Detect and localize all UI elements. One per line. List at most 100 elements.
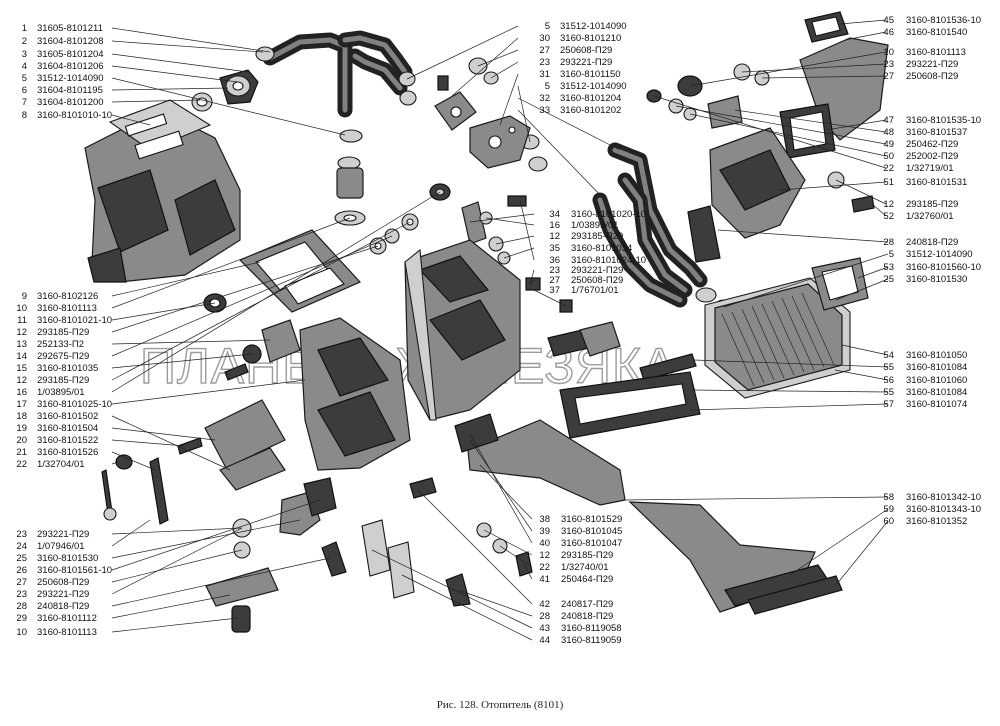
callout-part-code: 3160-8101010-10 <box>37 110 112 121</box>
callout-part-code: 31604-8101195 <box>37 85 103 96</box>
callout-part-code: 1/32704/01 <box>37 459 85 470</box>
callout-number: 10 <box>16 627 27 638</box>
callout-number: 23 <box>539 57 550 68</box>
callout-number: 5 <box>545 81 550 92</box>
callout-number: 1 <box>22 23 27 34</box>
fasteners-centre <box>203 183 573 313</box>
callout-number: 36 <box>549 255 560 266</box>
callout-part-code: 3160-8101112 <box>37 613 97 624</box>
callout-part-code: 3160-8119058 <box>561 623 622 634</box>
callout-number: 60 <box>883 516 894 527</box>
callout-part-code: 240818-П29 <box>561 611 613 622</box>
callout-part-code: 250462-П29 <box>906 139 958 150</box>
callout-part-code: 3160-8101560-10 <box>906 262 981 273</box>
callout-part-code: 3160-8119059 <box>561 635 622 646</box>
air-intake <box>687 127 806 263</box>
callout-number: 58 <box>883 492 894 503</box>
callout-part-code: 293221-П29 <box>571 265 623 276</box>
heater-housing-left <box>84 99 241 283</box>
callout-part-code: 31604-8101200 <box>37 97 104 108</box>
callout-part-code: 293221-П29 <box>906 59 958 70</box>
callout-part-code: 3160-8101502 <box>37 411 98 422</box>
callout-number: 9 <box>22 291 27 302</box>
callout-part-code: 3160-8101540 <box>906 27 967 38</box>
callout-number: 28 <box>883 237 894 248</box>
heater-housing-right <box>404 239 521 421</box>
callout-part-code: 250608-П29 <box>571 275 623 286</box>
radiator-seals <box>547 321 701 439</box>
callout-number: 40 <box>539 538 550 549</box>
callout-number: 32 <box>539 93 550 104</box>
radiator-fins <box>721 292 835 387</box>
callout-part-code: 31605-8101204 <box>37 49 104 60</box>
callout-number: 12 <box>539 550 550 561</box>
callout-number: 22 <box>883 163 894 174</box>
callout-part-code: 292675-П29 <box>37 351 89 362</box>
callout-number: 38 <box>539 514 550 525</box>
callout-part-code: 3160-8101535-10 <box>906 115 981 126</box>
callout-part-code: 3160-8101530 <box>37 553 98 564</box>
heater-housing-middle <box>299 317 411 471</box>
callout-part-code: 3160-8101025-10 <box>37 399 112 410</box>
callout-number: 12 <box>16 327 27 338</box>
callout-part-code: 3160-8101024-10 <box>571 255 646 266</box>
callout-part-code: 3160-8101352 <box>906 516 967 527</box>
callout-part-code: 3160-8101342-10 <box>906 492 981 503</box>
callout-part-code: 3160-8101150 <box>560 69 621 80</box>
callout-number: 21 <box>16 447 27 458</box>
callout-part-code: 3160-8101530 <box>906 274 967 285</box>
callout-number: 27 <box>539 45 550 56</box>
callout-part-code: 31604-8101206 <box>37 61 104 72</box>
callout-part-code: 3160-8101021-10 <box>37 315 112 326</box>
callout-part-code: 252002-П29 <box>906 151 958 162</box>
callout-number: 44 <box>539 635 550 646</box>
callout-number: 25 <box>883 274 894 285</box>
callout-number: 22 <box>16 459 27 470</box>
callout-number: 17 <box>16 399 27 410</box>
callout-number: 55 <box>883 387 894 398</box>
callout-number: 4 <box>22 61 27 72</box>
callout-number: 53 <box>883 262 894 273</box>
callout-part-code: 3160-8101047 <box>561 538 622 549</box>
callout-part-code: 3160-8101113 <box>37 627 97 638</box>
callout-part-code: 1/03895/01 <box>571 220 619 231</box>
lower-hoses <box>592 142 708 308</box>
callout-part-code: 250608-П29 <box>560 45 612 56</box>
callout-number: 10 <box>16 303 27 314</box>
callout-number: 12 <box>883 199 894 210</box>
callout-part-code: 3160-8101561-10 <box>37 565 112 576</box>
callout-number: 31 <box>539 69 550 80</box>
upper-hoses <box>262 30 413 118</box>
callout-number: 34 <box>549 209 560 220</box>
callout-number: 57 <box>883 399 894 410</box>
callout-number: 19 <box>16 423 27 434</box>
callout-part-code: 293221-П29 <box>37 589 89 600</box>
callout-part-code: 3160-8101045 <box>561 526 622 537</box>
callout-part-code: 1/76701/01 <box>571 285 619 296</box>
callout-part-code: 1/07946/01 <box>37 541 85 552</box>
callout-number: 45 <box>883 15 894 26</box>
tap-block <box>434 57 531 169</box>
callout-part-code: 293221-П29 <box>37 529 89 540</box>
callout-part-code: 3160-8101531 <box>906 177 967 188</box>
callout-part-code: 250464-П29 <box>561 574 613 585</box>
callout-number: 13 <box>16 339 27 350</box>
callout-part-code: 31604-8101208 <box>37 36 104 47</box>
callout-part-code: 3160-8101537 <box>906 127 967 138</box>
callout-number: 7 <box>22 97 27 108</box>
callout-part-code: 3160-8101529 <box>561 514 622 525</box>
callout-number: 26 <box>16 565 27 576</box>
callout-number: 20 <box>16 435 27 446</box>
air-duct-upper <box>779 11 889 159</box>
callout-number: 10 <box>883 47 894 58</box>
callout-part-code: 3160-8101113 <box>906 47 966 58</box>
callout-part-code: 293185-П29 <box>37 327 89 338</box>
callout-part-code: 3160-8101522 <box>37 435 98 446</box>
figure-caption: Рис. 128. Отопитель (8101) <box>437 699 564 711</box>
callout-number: 33 <box>539 105 550 116</box>
callout-number: 50 <box>883 151 894 162</box>
callout-part-code: 1/32740/01 <box>561 562 609 573</box>
callout-number: 14 <box>16 351 27 362</box>
callout-part-code: 252133-П2 <box>37 339 84 350</box>
